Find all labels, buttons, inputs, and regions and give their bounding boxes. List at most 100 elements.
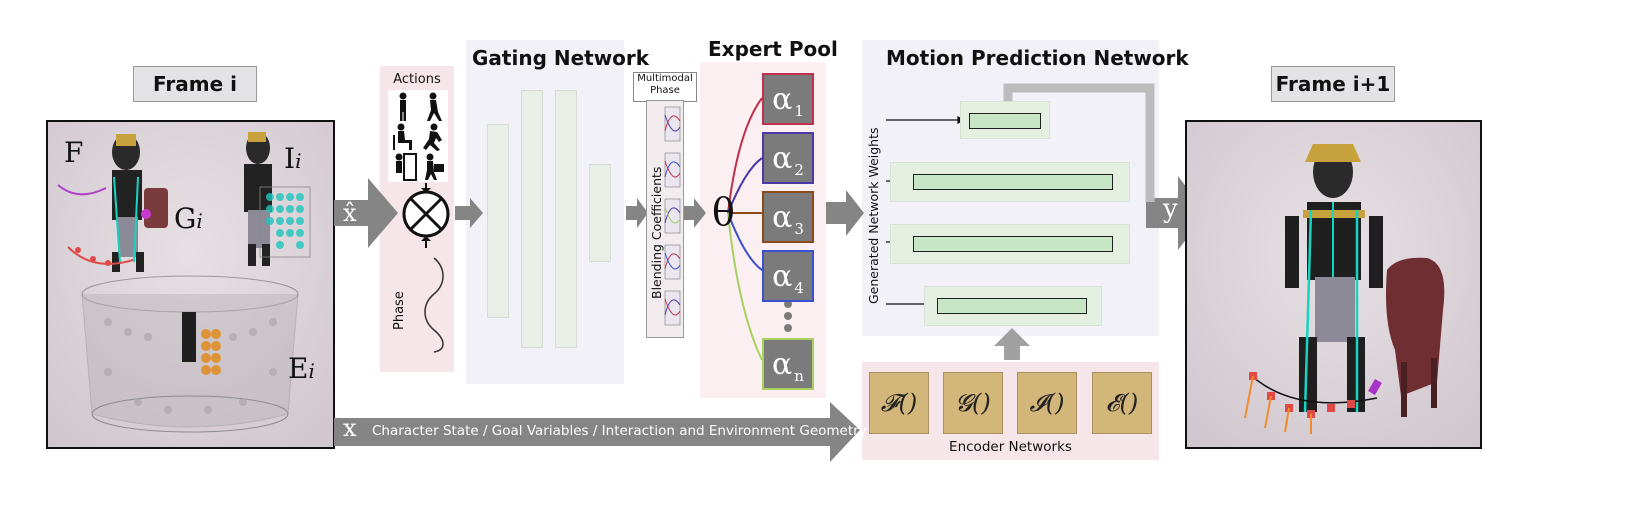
symbol-f: F [64,136,83,169]
symbol-i: Ii [284,142,301,175]
expert-alpha-n-symbol: α [772,346,793,382]
expert-alpha-4-sub: 4 [794,279,804,297]
motion-layer-1-weights [969,113,1041,129]
generated-weights-label-text: Generated Network Weights [866,127,881,304]
actions-pictograms [393,92,444,181]
motion-layer-3-weights [913,236,1113,252]
motion-layer-4 [924,286,1102,326]
symbol-f-text: F [64,136,84,169]
stand-icon [399,92,407,100]
gating-layer-4 [589,164,611,262]
input-x-hat-text: x̂ [343,199,357,227]
motion-layer-2-weights [913,174,1113,190]
frame-next-label-text: Frame i+1 [1275,72,1391,96]
expert-output-arrow [826,190,864,236]
expert-fan-lines [727,97,763,361]
bottom-input-x: x [343,414,357,442]
motion-layer-2 [890,162,1130,202]
phase-label-text: Phase [392,291,407,330]
door-icon [395,153,403,161]
encoder-networks-caption-text: Encoder Networks [949,439,1072,455]
expert-alpha-2-sub: 2 [794,161,804,179]
feedback-connector [1003,83,1155,202]
encoder-e: 𝓔() [1092,372,1152,434]
multimodal-phase-label: Multimodal Phase [633,72,697,102]
motion-prediction-title: Motion Prediction Network [886,46,1189,70]
frame-next-label: Frame i+1 [1271,66,1395,102]
symbol-e-sub: i [308,359,315,383]
symbol-e-text: E [288,352,309,385]
symbol-g-text: G [174,202,197,235]
gating-layer-2 [521,90,543,348]
bottom-input-caption-text: Character State / Goal Variables / Inter… [372,423,867,439]
expert-alpha-4-symbol: α [772,258,793,294]
symbol-g-sub: i [196,209,203,233]
encoder-f-label: 𝓕() [880,389,918,417]
expert-ellipsis [784,300,792,332]
actions-icon-grid [388,90,448,182]
phase-label: Phase [392,290,414,330]
frame-i-illustration [48,122,333,447]
output-y: y [1163,194,1178,224]
expert-pool-title: Expert Pool [708,37,838,61]
character-figure-right [244,132,272,266]
frame-i-label: Frame i [133,66,257,102]
encoder-g: 𝓖() [943,372,1003,434]
encoder-i-label: 𝓘() [1029,389,1065,417]
symbol-e: Ei [288,352,315,385]
frame-i-label-text: Frame i [153,72,237,96]
bottom-input-caption: Character State / Goal Variables / Inter… [372,423,867,439]
trajectory-markers [1244,372,1382,434]
expert-alpha-2-symbol: α [772,140,793,176]
armchair-icon [1386,257,1445,417]
motion-prediction-title-text: Motion Prediction Network [886,46,1189,70]
blending-coefficients-label: Blending Coefficients [649,166,664,299]
encoder-networks-caption: Encoder Networks [862,439,1159,455]
encoder-g-label: 𝓖() [955,389,991,417]
gating-network-title-text: Gating Network [472,46,650,70]
frame-next-image [1185,120,1482,449]
actions-title: Actions [380,72,454,87]
theta-symbol: θ [712,191,735,233]
gating-input-arrow [455,198,483,228]
bottom-input-x-text: x [343,414,357,442]
encoder-f: 𝓕() [869,372,929,434]
expert-alpha-1-symbol: α [772,81,793,117]
encoder-e-label: 𝓔() [1105,389,1139,417]
multiply-icon [402,183,450,248]
theta-symbol-text: θ [712,190,735,234]
gating-layer-3 [555,90,577,348]
input-x-hat: x̂ [343,199,357,227]
expert-pool-title-text: Expert Pool [708,37,838,61]
character-figure-left [57,134,168,272]
expert-alpha-3-sub: 3 [794,220,804,238]
gating-output-arrow [626,198,648,228]
motion-layer-3 [890,224,1130,264]
input-arrow [334,178,398,248]
symbol-g: Gi [174,202,203,235]
environment-cylinder-icon [81,275,299,433]
voxel-grid-icon [259,186,311,258]
encoder-up-arrow [994,328,1030,360]
symbol-i-text: I [284,142,296,175]
blending-coefficients-box: Blending Coefficients [646,100,684,338]
motion-layer-4-weights [937,298,1087,314]
multimodal-phase-line1: Multimodal [637,73,693,84]
expert-alpha-1-sub: 1 [794,102,804,120]
output-y-text: y [1163,194,1178,224]
frame-i-image: F Ii Gi Ei [46,120,335,449]
blending-plots [664,106,681,326]
phase-wave-icon [424,257,444,353]
walk-icon [429,92,437,100]
character-figure-next [1285,144,1383,413]
multimodal-phase-line2: Phase [650,85,680,96]
encoder-i: 𝓘() [1017,372,1077,434]
weight-arrows [886,116,966,308]
blending-output-arrow [683,198,706,228]
expert-alpha-3-symbol: α [772,199,793,235]
